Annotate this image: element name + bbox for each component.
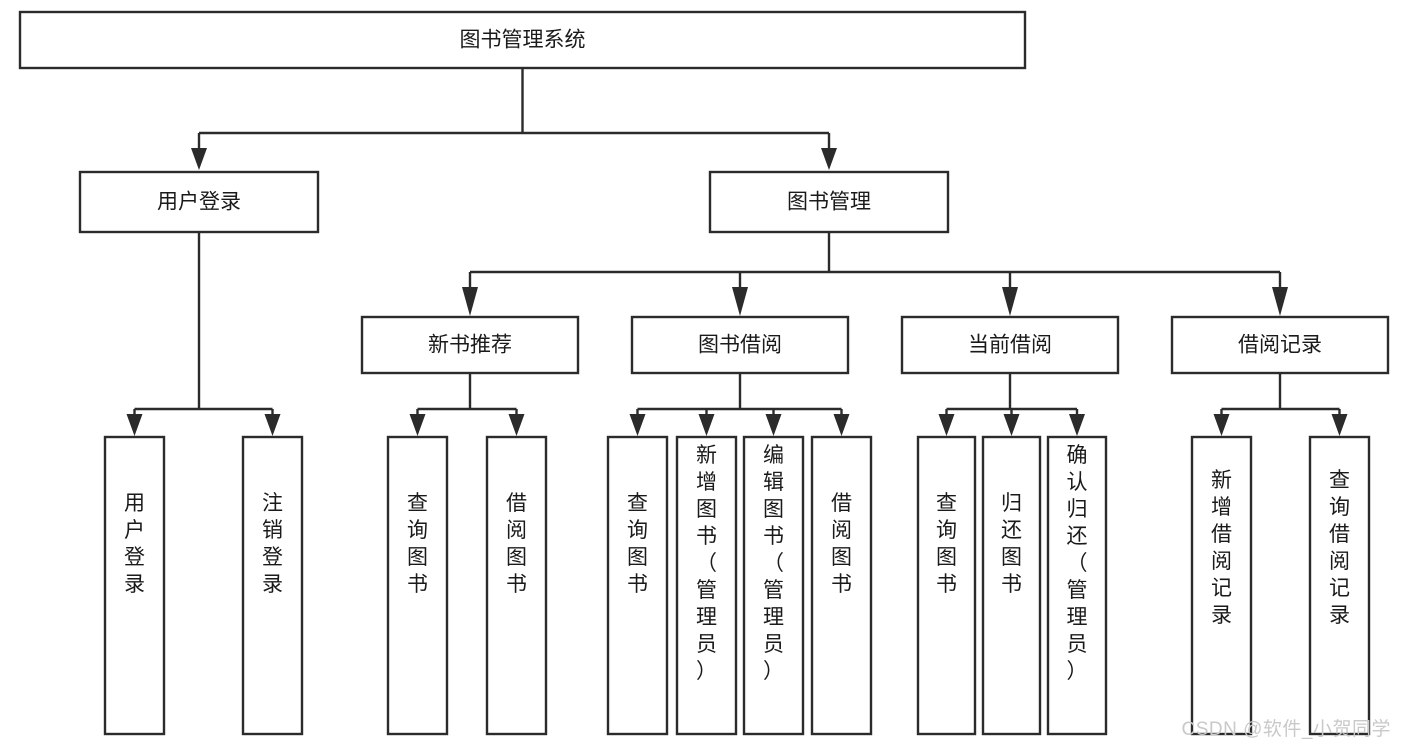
arrow-to-leaf-user-logout	[264, 414, 281, 436]
node-leaf-user-login[interactable]: 用户登录	[103, 435, 166, 736]
connector-group-current-borrow	[938, 373, 1085, 436]
leaf-query-book-3-box[interactable]	[916, 435, 977, 736]
node-leaf-return-book[interactable]: 归还图书	[981, 435, 1042, 736]
user-login-box[interactable]	[78, 170, 320, 234]
arrow-to-book-borrow	[732, 287, 748, 316]
leaf-borrow-book-1-label: 借阅图书	[506, 492, 527, 596]
node-leaf-add-book-admin[interactable]: 新增图书（管理员）	[675, 435, 738, 736]
new-book-recommend-label: 新书推荐	[428, 334, 512, 357]
arrow-to-new-book-recommend	[462, 287, 478, 316]
arrow-to-leaf-return-book	[1003, 414, 1020, 436]
node-root[interactable]: 图书管理系统	[18, 10, 1027, 70]
node-leaf-confirm-return-admin[interactable]: 确认归还（管理员）	[1046, 435, 1108, 736]
leaf-query-book-2-box[interactable]	[606, 435, 669, 736]
node-new-book-recommend[interactable]: 新书推荐	[360, 315, 580, 375]
connector-group-book-borrow	[629, 373, 850, 436]
arrow-to-leaf-user-login	[126, 414, 143, 436]
node-borrow-record[interactable]: 借阅记录	[1170, 315, 1390, 375]
arrow-to-book-manage	[821, 148, 837, 170]
new-book-recommend-box[interactable]	[360, 315, 580, 375]
watermark-text: CSDN @软件_小贺同学	[1181, 719, 1391, 740]
current-borrow-box[interactable]	[900, 315, 1120, 375]
leaf-borrow-book-2-label: 借阅图书	[831, 492, 852, 596]
leaf-borrow-book-2-box[interactable]	[810, 435, 873, 736]
node-leaf-add-borrow-record[interactable]: 新增借阅记录	[1190, 435, 1253, 736]
borrow-record-label: 借阅记录	[1238, 334, 1322, 357]
book-manage-box[interactable]	[708, 170, 950, 234]
current-borrow-label: 当前借阅	[968, 334, 1052, 357]
arrow-to-leaf-add-book-admin	[698, 414, 715, 436]
leaf-add-book-admin-box[interactable]	[675, 435, 738, 736]
user-login-label: 用户登录	[157, 191, 241, 214]
node-leaf-query-borrow-record[interactable]: 查询借阅记录	[1308, 435, 1371, 736]
arrow-to-leaf-borrow-book-1	[508, 414, 525, 436]
node-current-borrow[interactable]: 当前借阅	[900, 315, 1120, 375]
leaf-confirm-return-admin-label: 确认归还（管理员）	[1067, 444, 1088, 683]
connector-group-root	[191, 68, 837, 170]
connector-group-borrow-record	[1213, 373, 1348, 436]
arrow-to-leaf-add-borrow-record	[1213, 414, 1230, 436]
arrow-to-current-borrow	[1002, 287, 1018, 316]
arrow-to-leaf-borrow-book-2	[833, 414, 850, 436]
connector-group-user-login	[126, 232, 281, 436]
node-leaf-borrow-book-2[interactable]: 借阅图书	[810, 435, 873, 736]
leaf-confirm-return-admin-box[interactable]	[1046, 435, 1108, 736]
arrow-to-borrow-record	[1272, 287, 1288, 316]
leaf-borrow-book-1-box[interactable]	[485, 435, 548, 736]
root-box[interactable]	[18, 10, 1027, 70]
leaf-query-borrow-record-label: 查询借阅记录	[1329, 469, 1350, 627]
leaf-query-book-1-label: 查询图书	[407, 492, 428, 596]
node-user-login[interactable]: 用户登录	[78, 170, 320, 234]
arrow-to-leaf-edit-book-admin	[765, 414, 782, 436]
node-leaf-borrow-book-1[interactable]: 借阅图书	[485, 435, 548, 736]
leaf-user-login-label: 用户登录	[124, 492, 145, 596]
arrow-to-user-login	[191, 148, 207, 170]
node-book-manage[interactable]: 图书管理	[708, 170, 950, 234]
leaf-edit-book-admin-label: 编辑图书（管理员）	[763, 444, 784, 683]
leaf-user-login-box[interactable]	[103, 435, 166, 736]
node-leaf-query-book-3[interactable]: 查询图书	[916, 435, 977, 736]
node-leaf-query-book-1[interactable]: 查询图书	[386, 435, 449, 736]
leaf-user-logout-label: 注销登录	[262, 492, 283, 596]
borrow-record-box[interactable]	[1170, 315, 1390, 375]
node-leaf-query-book-2[interactable]: 查询图书	[606, 435, 669, 736]
leaf-user-logout-box[interactable]	[241, 435, 304, 736]
node-book-borrow[interactable]: 图书借阅	[630, 315, 850, 375]
leaf-query-book-2-label: 查询图书	[627, 492, 648, 596]
arrow-to-leaf-query-borrow-record	[1331, 414, 1348, 436]
node-leaf-edit-book-admin[interactable]: 编辑图书（管理员）	[742, 435, 805, 736]
leaf-return-book-box[interactable]	[981, 435, 1042, 736]
book-manage-label: 图书管理	[787, 191, 871, 214]
leaf-add-book-admin-label: 新增图书（管理员）	[696, 444, 717, 683]
leaf-return-book-label: 归还图书	[1001, 492, 1022, 596]
leaf-query-book-1-box[interactable]	[386, 435, 449, 736]
arrow-to-leaf-query-book-1	[409, 414, 426, 436]
leaf-add-borrow-record-box[interactable]	[1190, 435, 1253, 736]
connector-group-new-book-recommend	[409, 373, 525, 436]
leaf-query-borrow-record-box[interactable]	[1308, 435, 1371, 736]
connector-group-book-manage	[462, 232, 1288, 316]
leaf-edit-book-admin-box[interactable]	[742, 435, 805, 736]
book-borrow-box[interactable]	[630, 315, 850, 375]
arrow-to-leaf-query-book-3	[938, 414, 955, 436]
leaf-query-book-3-label: 查询图书	[936, 492, 957, 596]
arrow-to-leaf-confirm-return-admin	[1069, 414, 1085, 436]
leaf-add-borrow-record-label: 新增借阅记录	[1211, 469, 1232, 627]
root-label: 图书管理系统	[460, 29, 586, 52]
arrow-to-leaf-query-book-2	[629, 414, 646, 436]
node-leaf-user-logout[interactable]: 注销登录	[241, 435, 304, 736]
book-borrow-label: 图书借阅	[698, 334, 782, 357]
